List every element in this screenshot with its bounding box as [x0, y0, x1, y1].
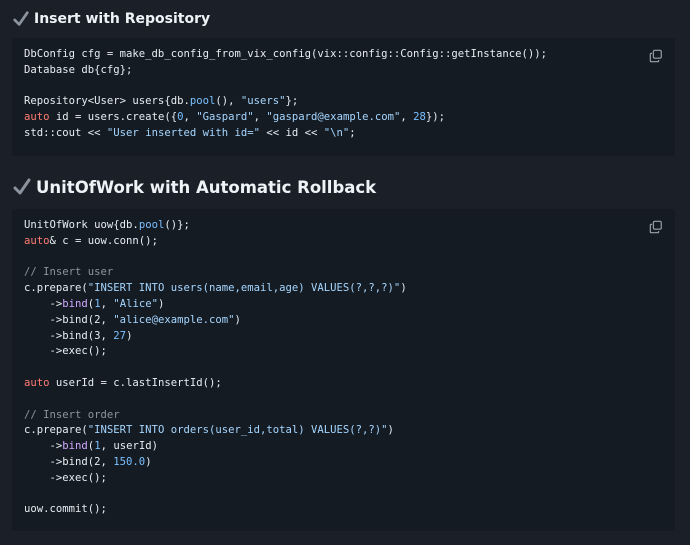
code-token: << id << — [260, 126, 324, 139]
code-token: 27 — [113, 329, 127, 342]
code-token: ->bind(3, — [24, 329, 114, 342]
code-line: std::cout << "User inserted with id=" <<… — [24, 127, 356, 139]
code-token: "INSERT INTO orders(user_id,total) VALUE… — [87, 424, 388, 437]
code-content: DbConfig cfg = make_db_config_from_vix_c… — [24, 47, 663, 142]
check-mark-icon — [12, 177, 32, 197]
code-line: c.prepare("INSERT INTO orders(user_id,to… — [24, 424, 394, 436]
copy-icon[interactable] — [649, 48, 663, 63]
code-token: 28 — [413, 111, 426, 124]
code-token: , — [400, 111, 414, 124]
code-block: DbConfig cfg = make_db_config_from_vix_c… — [12, 38, 675, 156]
code-token: , userId) — [100, 440, 158, 453]
code-token: (), — [215, 95, 241, 108]
code-token: id = users.create({ — [49, 111, 178, 124]
code-token: ) — [400, 282, 407, 295]
code-token: pool — [138, 219, 165, 231]
code-token: DbConfig cfg = make_db_config_from_vix_c… — [24, 48, 547, 60]
code-line: c.prepare("INSERT INTO users(name,email,… — [24, 282, 407, 294]
code-token: UnitOfWork uow{db. — [24, 219, 139, 231]
code-token: ( — [87, 440, 95, 453]
code-token: 1 — [94, 440, 101, 453]
code-line: // Insert user — [24, 266, 113, 278]
code-token: ) — [234, 313, 241, 326]
code-token: "INSERT INTO users(name,email,age) VALUE… — [87, 282, 401, 295]
code-token: -> — [24, 440, 63, 453]
code-token: "User inserted with id=" — [106, 126, 260, 139]
code-token: "alice@example.com" — [113, 313, 235, 326]
code-token: auto — [24, 111, 50, 124]
code-token: pool — [189, 95, 216, 108]
code-line: ->exec(); — [24, 472, 107, 484]
code-token: ) — [158, 297, 165, 310]
code-token: bind — [62, 440, 88, 453]
code-token: , — [183, 111, 197, 124]
code-token: , — [100, 297, 114, 310]
code-line: Repository<User> users{db.pool(), "users… — [24, 95, 298, 107]
code-line: ->bind(2, "alice@example.com") — [24, 314, 241, 326]
section-unitofwork-rollback: UnitOfWork with Automatic Rollback UnitO… — [0, 173, 690, 531]
code-token: std::cout << — [24, 126, 107, 139]
section-title: Insert with Repository — [34, 11, 211, 27]
code-line: uow.commit(); — [24, 503, 107, 515]
section-insert-with-repository: Insert with Repository DbConfig cfg = ma… — [0, 0, 690, 156]
code-token: 1 — [94, 297, 101, 310]
code-token: ) — [126, 329, 133, 342]
code-line: ->exec(); — [24, 345, 107, 357]
section-heading: Insert with Repository — [0, 0, 690, 30]
code-line: auto userId = c.lastInsertId(); — [24, 377, 222, 389]
code-token: ) — [145, 455, 152, 468]
code-line: ->bind(3, 27) — [24, 329, 133, 342]
code-token: "\n" — [323, 126, 350, 139]
code-line: Database db{cfg}; — [24, 64, 132, 76]
copy-icon[interactable] — [649, 219, 663, 234]
code-token: "Gaspard" — [196, 111, 254, 124]
code-token: ) — [387, 424, 394, 437]
code-token: ; — [349, 126, 356, 139]
code-token: "users" — [240, 95, 286, 108]
code-line: ->bind(1, userId) — [24, 440, 158, 452]
code-line: UnitOfWork uow{db.pool()}; — [24, 219, 190, 231]
code-token: -> — [24, 297, 63, 310]
code-token: ->bind(2, — [24, 455, 114, 468]
code-block: UnitOfWork uow{db.pool()}; auto& c = uow… — [12, 209, 675, 531]
code-token: , — [253, 111, 267, 124]
code-token: // Insert user — [24, 266, 114, 279]
code-token: auto — [24, 376, 50, 389]
section-title: UnitOfWork with Automatic Rollback — [36, 177, 377, 197]
code-token: ->exec(); — [24, 345, 107, 358]
code-line: // Insert order — [24, 409, 120, 421]
section-heading: UnitOfWork with Automatic Rollback — [0, 173, 690, 201]
code-line: auto& c = uow.conn(); — [24, 235, 158, 247]
code-token: Repository<User> users{db. — [24, 95, 190, 108]
code-token: c.prepare( — [24, 282, 88, 295]
code-token: 150.0 — [113, 455, 146, 468]
code-token: & c = uow.conn(); — [49, 234, 158, 247]
code-token: ->bind(2, — [24, 313, 114, 326]
code-token: bind — [62, 297, 88, 310]
code-token: c.prepare( — [24, 424, 88, 437]
code-token: userId = c.lastInsertId(); — [49, 376, 222, 389]
code-token: ->exec(); — [24, 471, 107, 484]
code-token: auto — [24, 234, 50, 247]
check-mark-icon — [12, 10, 30, 28]
code-content: UnitOfWork uow{db.pool()}; auto& c = uow… — [24, 218, 663, 518]
code-token: uow.commit(); — [24, 503, 107, 516]
code-token: ( — [87, 297, 95, 310]
code-token: // Insert order — [24, 408, 120, 421]
code-token: "gaspard@example.com" — [266, 111, 401, 124]
code-token: ()}; — [164, 219, 190, 231]
code-line: ->bind(1, "Alice") — [24, 297, 165, 310]
code-token: }; — [285, 95, 299, 108]
code-line: auto id = users.create({0, "Gaspard", "g… — [24, 111, 445, 123]
code-token: }); — [425, 111, 446, 124]
code-token: 0 — [177, 111, 184, 124]
code-line: DbConfig cfg = make_db_config_from_vix_c… — [24, 48, 547, 60]
code-token: Database db{cfg}; — [24, 63, 133, 76]
code-token: "Alice" — [113, 297, 158, 310]
code-line: ->bind(2, 150.0) — [24, 456, 152, 468]
